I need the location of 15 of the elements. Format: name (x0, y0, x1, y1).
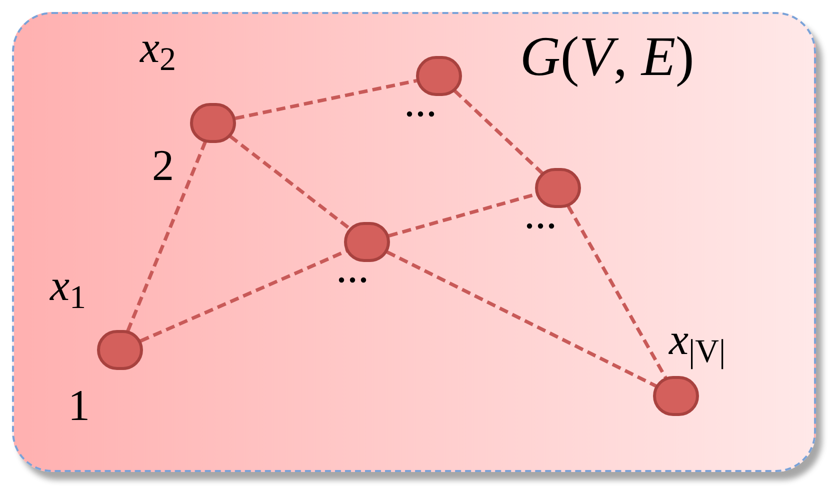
graph-panel (12, 12, 816, 472)
dashed-edge (229, 134, 351, 230)
vertex-label: 1 (68, 380, 90, 432)
vertex-label: 2 (152, 140, 174, 192)
vertex-label: x$_{1}$ (50, 260, 86, 313)
dashed-edge (235, 78, 417, 120)
vertex-label: ... (524, 188, 557, 240)
graph-title: G(V, E) (520, 25, 694, 90)
vertex-label: ... (336, 242, 369, 294)
vertex-label: ... (404, 76, 437, 128)
dashed-edge (453, 89, 544, 175)
dashed-edge (126, 141, 207, 332)
dashed-edge (386, 250, 657, 388)
vertex-label: x$_{|V|}$ (669, 314, 726, 367)
vertex-label: x$_{2}$ (140, 22, 176, 75)
